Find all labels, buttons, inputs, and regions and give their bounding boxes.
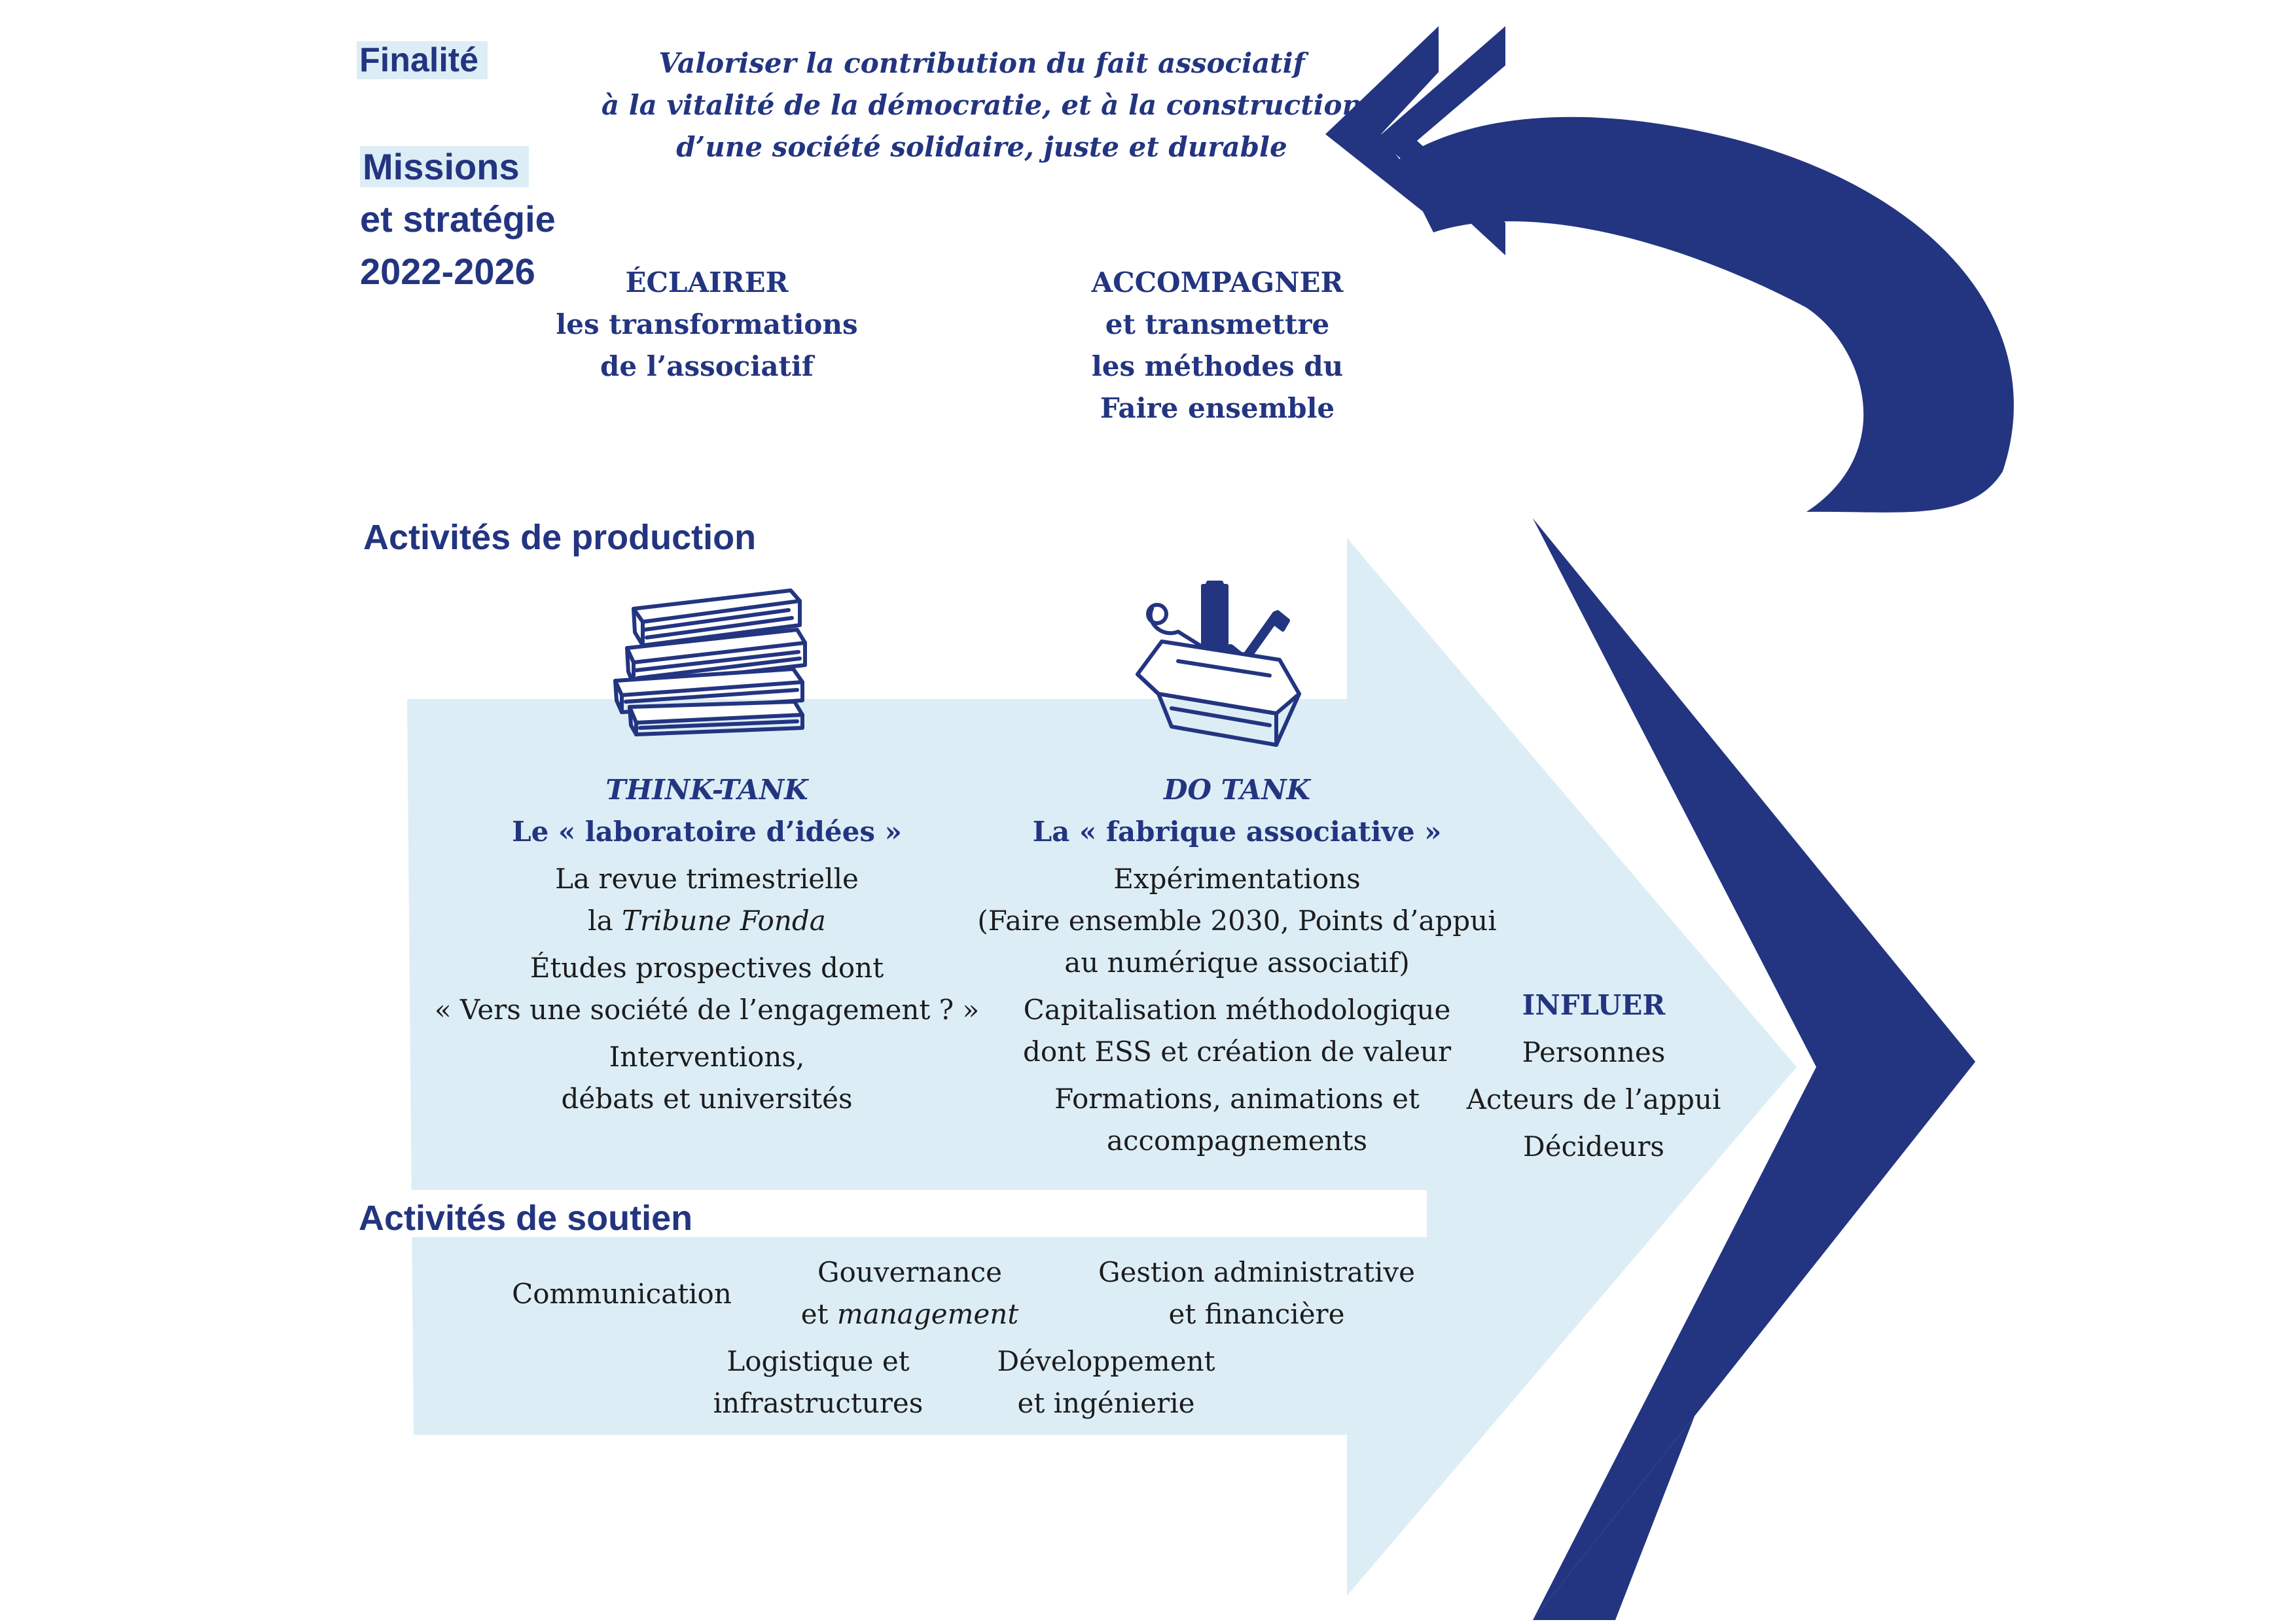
influer-title: INFLUER bbox=[1522, 989, 1666, 1021]
support-section-label: Activités de soutien bbox=[359, 1199, 693, 1238]
mission-accompagner: ACCOMPAGNER et transmettre les méthodes … bbox=[1091, 266, 1344, 424]
support-separator-band bbox=[353, 1190, 1427, 1237]
think-tank-block: THINK-TANK Le « laboratoire d’idées » La… bbox=[419, 769, 995, 1120]
support-communication: Communication bbox=[512, 1278, 732, 1310]
production-arrow bbox=[407, 538, 1797, 1596]
think-tank-title: THINK-TANK bbox=[605, 774, 808, 806]
support-developpement: Développement et ingénierie bbox=[997, 1345, 1215, 1419]
missions-label: Missions et stratégie 2022-2026 bbox=[360, 146, 556, 292]
do-tank-subtitle: La « fabrique associative » bbox=[1032, 816, 1442, 848]
return-arrow-head bbox=[1325, 26, 1446, 224]
influence-chevron-fill bbox=[1533, 518, 1975, 1620]
finalite-label: Finalité bbox=[357, 41, 488, 80]
do-tank-block: DO TANK La « fabrique associative » Expé… bbox=[942, 769, 1532, 1162]
return-arrow-inner-chevron bbox=[1378, 26, 1505, 255]
stack-of-books-icon bbox=[613, 588, 807, 736]
think-tank-subtitle: Le « laboratoire d’idées » bbox=[512, 816, 902, 848]
influer-block: INFLUER Personnes Acteurs de l’appui Déc… bbox=[1440, 982, 1748, 1170]
support-gestion: Gestion administrative et financière bbox=[1098, 1256, 1416, 1330]
toolbox-icon bbox=[1136, 581, 1301, 747]
do-tank-title: DO TANK bbox=[1163, 774, 1311, 806]
support-logistique: Logistique et infrastructures bbox=[713, 1345, 924, 1419]
production-section-label: Activités de production bbox=[363, 518, 757, 557]
return-arrow-body bbox=[1397, 117, 2014, 513]
finalite-text: Valoriser la contribution du fait associ… bbox=[601, 47, 1363, 163]
support-gouvernance: Gouvernance et management bbox=[800, 1256, 1019, 1330]
mission-eclairer: ÉCLAIRER les transformations de l’associ… bbox=[556, 266, 858, 382]
